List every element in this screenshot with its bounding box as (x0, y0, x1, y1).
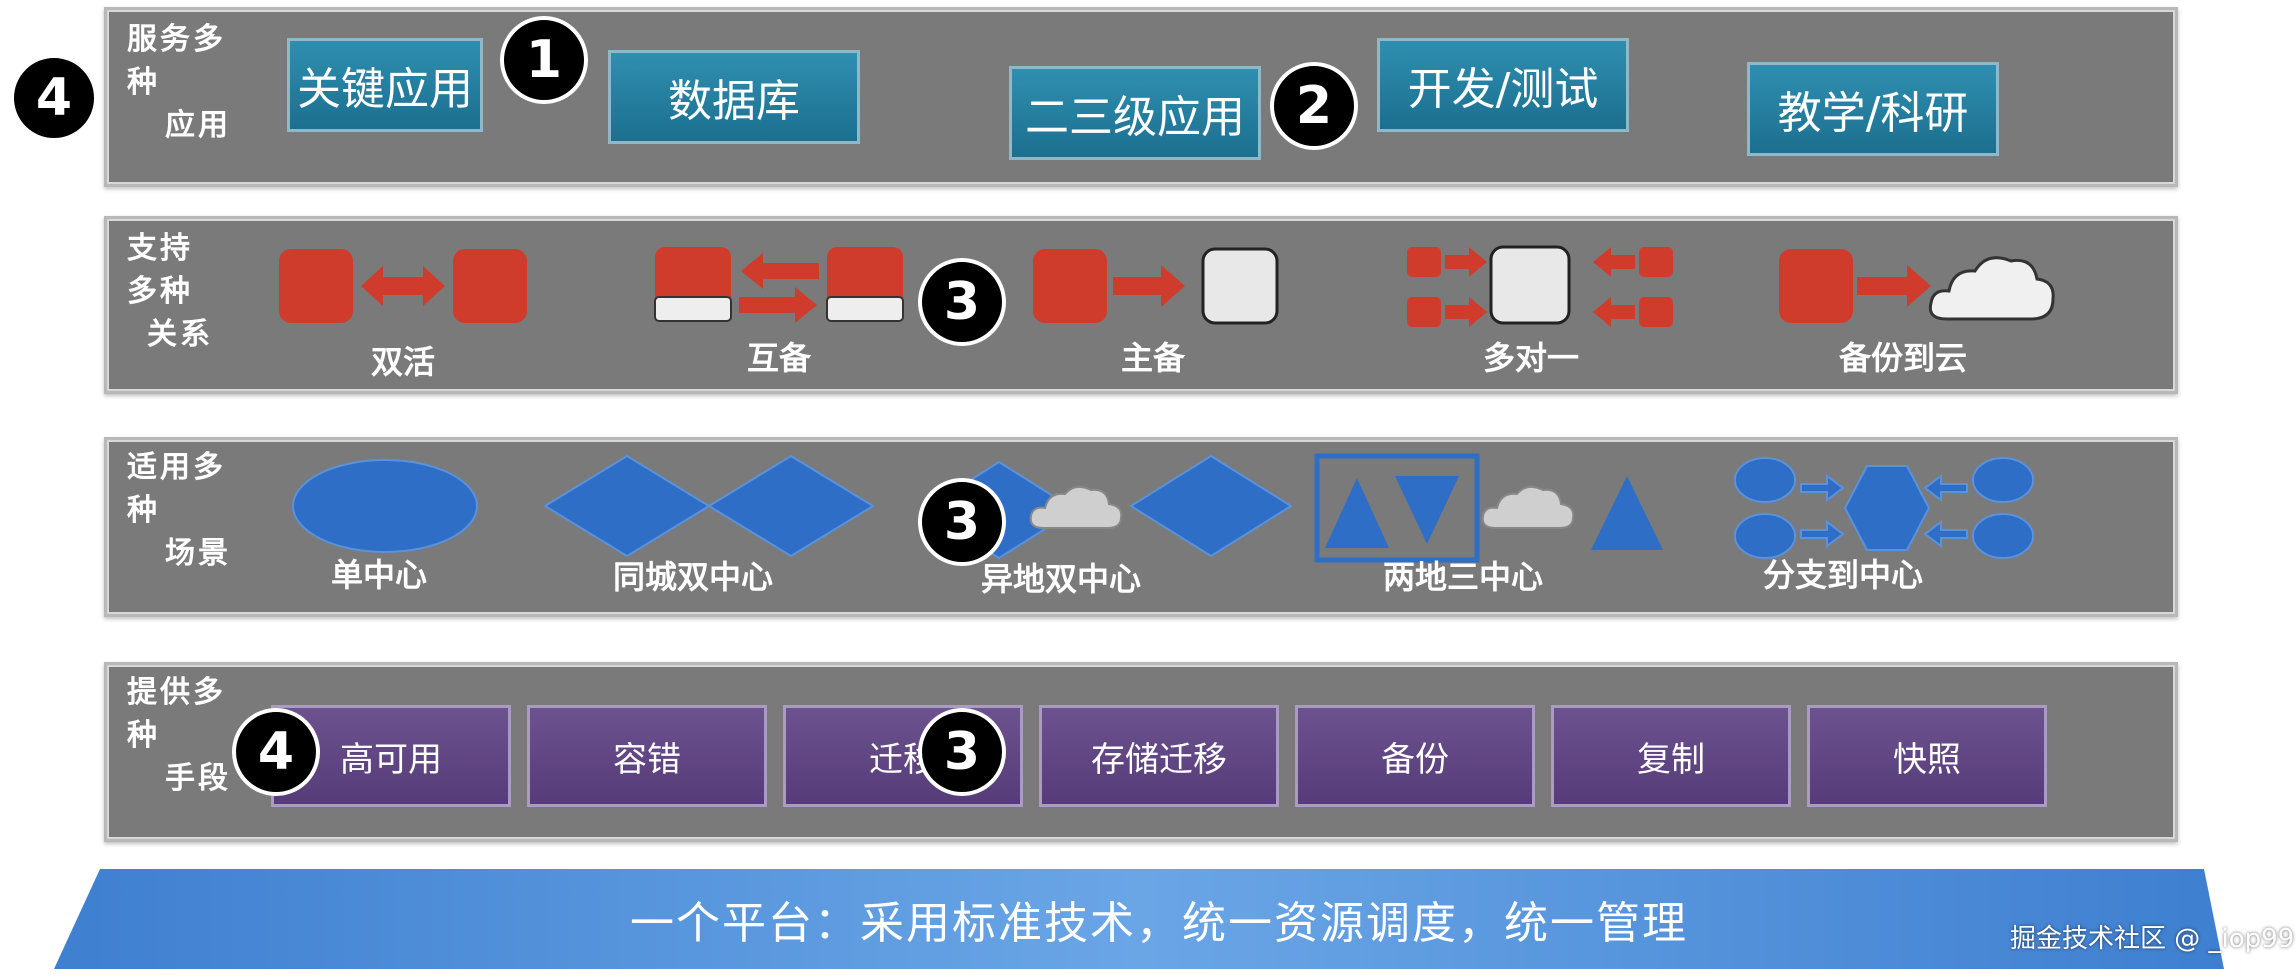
methods-row-label: 提供多 种 手段 (127, 675, 231, 796)
badge-4-methods: 4 (232, 708, 320, 796)
platform-banner-shape (54, 869, 2224, 969)
method-high-availability: 高可用 (271, 705, 511, 807)
relationships-diagram (279, 245, 2055, 327)
app-secondary: 二三级应用 (1009, 66, 1261, 160)
backup-to-cloud-icon (1779, 249, 2055, 323)
relationships-row-label: 支持 多种 关系 (127, 231, 213, 352)
method-snapshot: 快照 (1807, 705, 2047, 807)
relationship-primary-standby: 主备 (1120, 339, 1186, 377)
single-center-icon (292, 459, 478, 553)
scenario-branch-to-center: 分支到中心 (1762, 556, 1924, 594)
scenarios-row-label: 适用多 种 场景 (127, 450, 231, 571)
method-replication: 复制 (1551, 705, 1791, 807)
badge-3-methods: 3 (918, 708, 1006, 796)
many-to-one-icon (1407, 245, 1673, 327)
app-teaching-research: 教学/科研 (1747, 62, 1999, 156)
scenario-single-center: 单中心 (330, 556, 428, 594)
relationship-many-to-one: 多对一 (1482, 339, 1580, 377)
badge-3-scenarios: 3 (918, 478, 1006, 566)
app-dev-test: 开发/测试 (1377, 38, 1629, 132)
app-critical: 关键应用 (287, 38, 483, 132)
primary-standby-icon (1033, 247, 1279, 325)
badge-3-relationships: 3 (918, 258, 1006, 346)
watermark: 掘金技术社区 @ _iop99 (2010, 924, 2295, 954)
branch-to-center-icon (1734, 457, 2034, 559)
scenarios-panel: 适用多 种 场景 (104, 437, 2178, 617)
two-sites-three-centers-icon (1314, 453, 1663, 563)
app-database: 数据库 (608, 50, 860, 144)
badge-2: 2 (1270, 62, 1358, 150)
scenario-two-sites-three-centers: 两地三中心 (1382, 558, 1544, 596)
mutual-backup-icon (654, 247, 904, 323)
scenario-same-city-dual-center: 同城双中心 (612, 558, 774, 596)
method-backup: 备份 (1295, 705, 1535, 807)
method-storage-migration: 存储迁移 (1039, 705, 1279, 807)
active-active-icon (279, 249, 527, 323)
method-fault-tolerance: 容错 (527, 705, 767, 807)
scenario-remote-dual-center: 异地双中心 (980, 560, 1142, 598)
relationship-active-active: 双活 (370, 343, 436, 381)
relationship-mutual-backup: 互备 (746, 339, 812, 377)
badge-4-top: 4 (10, 54, 98, 142)
relationships-panel: 支持 多种 关系 (104, 216, 2178, 394)
applications-row-label: 服务多 种 应用 (127, 22, 231, 143)
platform-banner: 一个平台：采用标准技术，统一资源调度，统一管理 (630, 898, 1688, 949)
scenarios-diagram (292, 453, 2034, 563)
same-city-dual-center-icon (543, 454, 875, 558)
badge-1: 1 (500, 16, 588, 104)
applications-panel: 服务多 种 应用 关键应用 数据库 二三级应用 开发/测试 教学/科研 (104, 7, 2178, 187)
relationship-backup-to-cloud: 备份到云 (1838, 339, 1968, 377)
methods-panel: 提供多 种 手段 高可用 容错 迁移 存储迁移 备份 复制 快照 (104, 662, 2178, 842)
